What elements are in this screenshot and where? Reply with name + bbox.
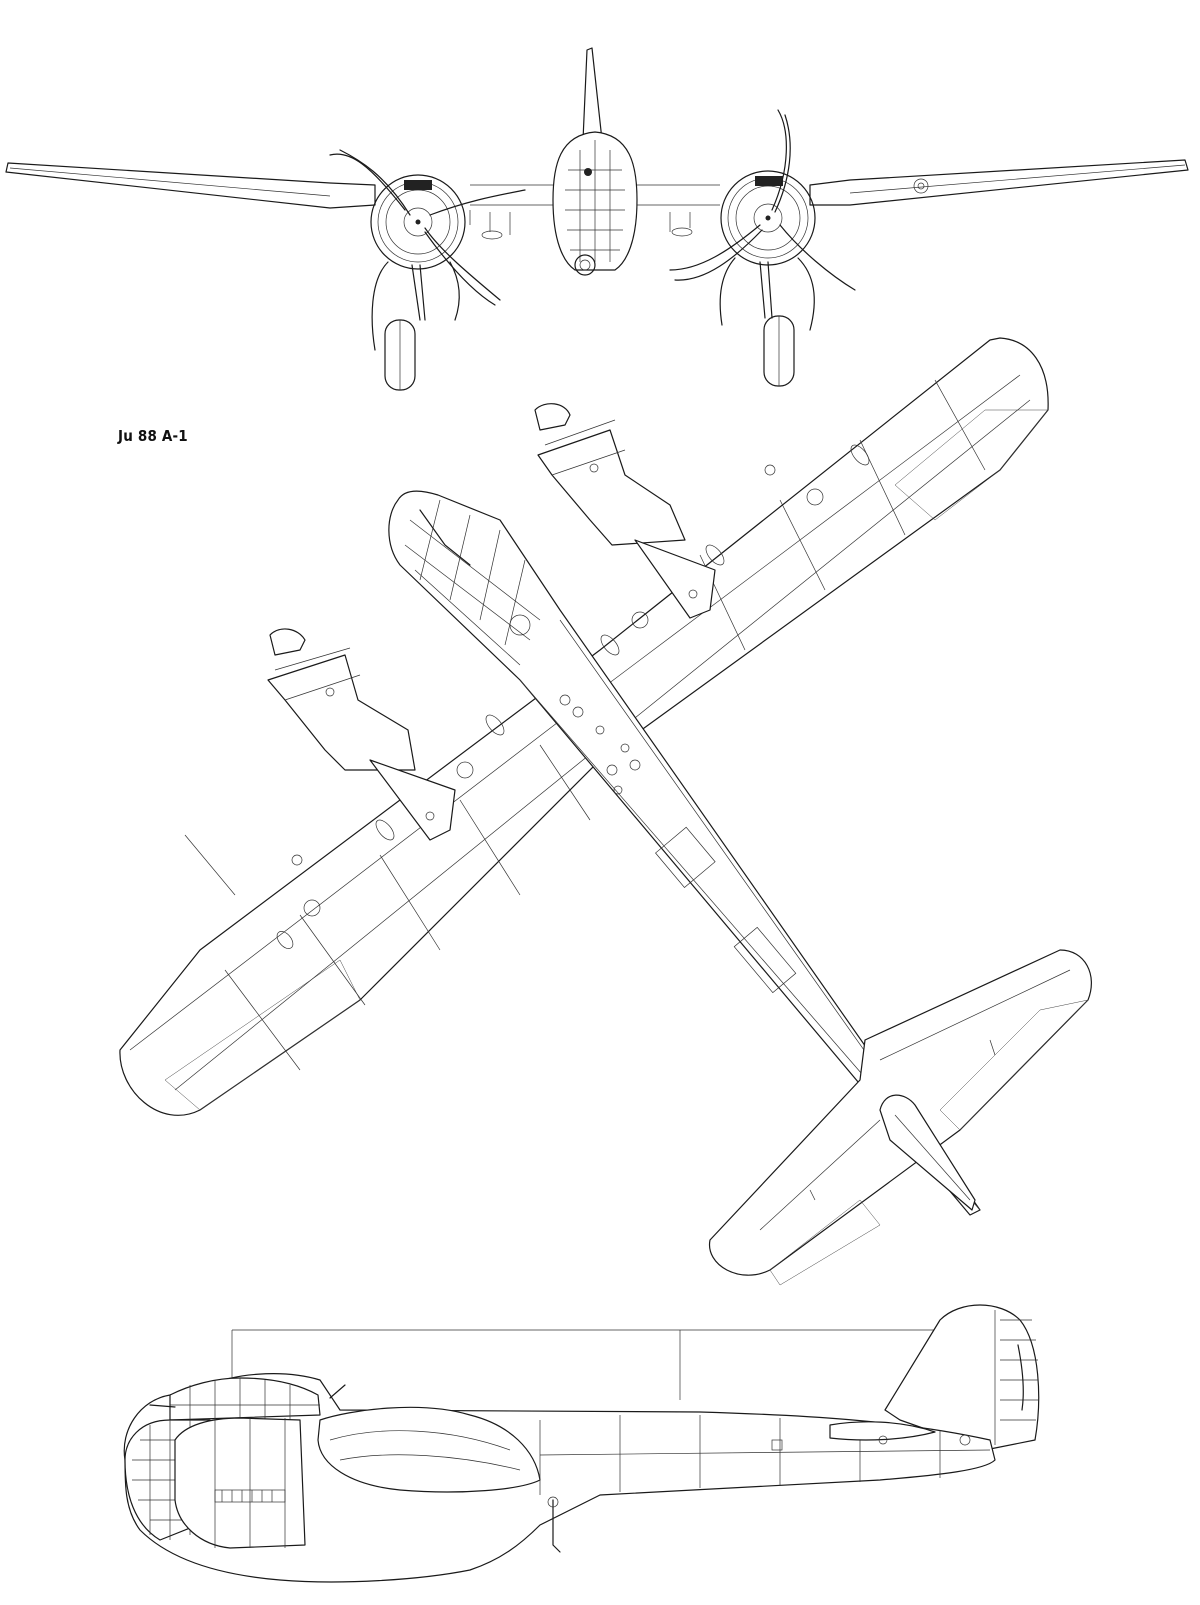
side-engine [174, 1417, 306, 1549]
aircraft-title: Ju 88 A-1 [118, 427, 188, 445]
top-view [119, 337, 1092, 1286]
front-right-wing [809, 159, 1189, 206]
front-fin [582, 47, 603, 141]
front-right-gear [719, 257, 815, 387]
front-left-wing [5, 162, 376, 209]
front-left-engine [329, 149, 526, 306]
side-view [123, 1304, 1040, 1583]
front-right-engine [669, 109, 856, 291]
top-left-nacelle [267, 628, 456, 841]
front-left-gear [371, 261, 460, 391]
front-view [5, 47, 1189, 391]
side-fin [884, 1304, 1040, 1451]
top-right-nacelle [534, 403, 716, 619]
top-fuselage [388, 490, 981, 1216]
